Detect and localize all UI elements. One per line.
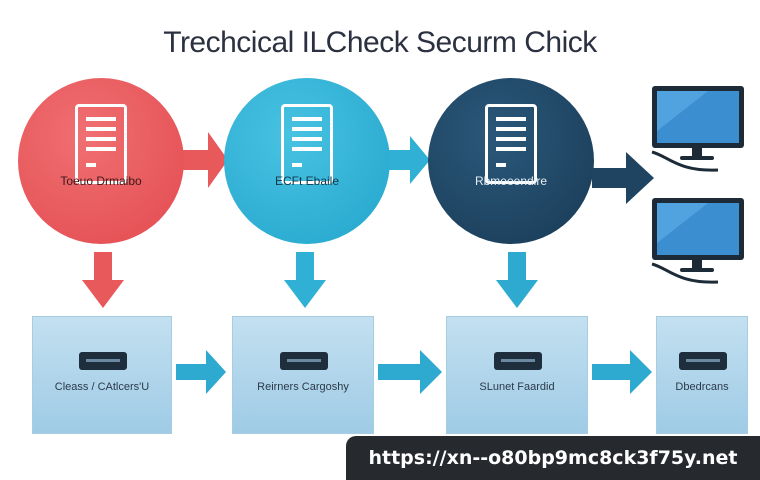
box-label: SLunet Faardid [479, 381, 555, 393]
drive-icon [494, 352, 542, 370]
arrow-box3-to-box4 [592, 350, 652, 394]
box-label: Cleass / CAtlcers'U [54, 381, 150, 393]
arrow-cyan-to-navy [388, 136, 430, 184]
node-label: ECFt Ebaile [274, 174, 340, 188]
document-icon [281, 104, 333, 184]
diagram-title: Trechcical ILCheck Securm Chick [163, 26, 597, 59]
document-icon [485, 104, 537, 184]
watermark-url: https://xn--o80bp9mc8ck3f75y.net [346, 436, 760, 480]
drive-icon [679, 352, 727, 370]
monitor-icon [651, 86, 744, 172]
arrow-box2-to-box3 [378, 350, 442, 394]
arrow-down-red [82, 252, 124, 308]
node-label: Toeuo Drmaibo [60, 174, 142, 188]
monitor-icon [651, 198, 744, 284]
node-circle-navy: Rbmeeendire [428, 78, 594, 244]
node-circle-red: Toeuo Drmaibo [18, 78, 184, 244]
box-label: Dbedrcans [675, 381, 729, 393]
process-box: Dbedrcans [656, 316, 748, 434]
arrow-down-navy [496, 252, 538, 308]
node-label: Rbmeeendire [474, 174, 548, 188]
process-box: Reirners Cargoshy [232, 316, 374, 434]
node-circle-cyan: ECFt Ebaile [224, 78, 390, 244]
document-icon [75, 104, 127, 184]
process-box: SLunet Faardid [446, 316, 588, 434]
process-box: Cleass / CAtlcers'U [32, 316, 172, 434]
drive-icon [280, 352, 328, 370]
arrow-navy-to-monitor [592, 152, 654, 204]
arrow-box1-to-box2 [176, 350, 226, 394]
box-label: Reirners Cargoshy [257, 381, 349, 393]
arrow-red-to-cyan [178, 132, 228, 188]
arrow-down-cyan [284, 252, 326, 308]
drive-icon [79, 352, 127, 370]
